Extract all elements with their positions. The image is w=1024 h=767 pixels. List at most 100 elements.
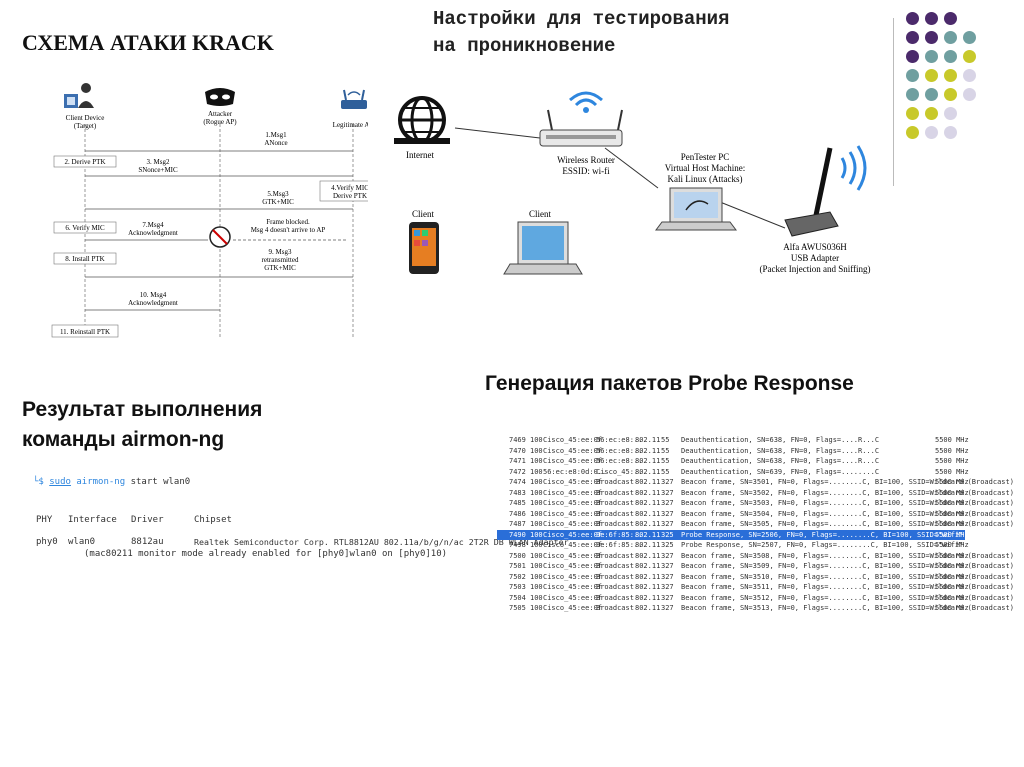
packet-cell: 7487 [509,520,526,528]
packet-cell: 5500 MHz [935,593,969,602]
ap-label: Legitimate AP [333,121,368,129]
packet-cell: 7502 [509,572,526,581]
packet-cell: 100 [530,446,543,455]
packet-cell: Beacon frame, SN=3502, FN=0, Flags=.....… [681,488,1014,497]
packet-cell: 802.11 [635,551,661,560]
packet-cell: 802.11 [635,467,661,476]
pentest-title-line2: на проникновение [433,35,616,57]
terminal-row-phy: phy0 [36,537,58,547]
packet-cell: 100 [530,541,543,549]
blocked-label: Frame blocked. [266,218,310,226]
packet-cell: 55 [661,467,670,476]
step-4-label: 4.Verify MIC [331,184,368,192]
client-label: Client Device [66,114,105,122]
step-8-box [53,252,117,265]
packet-cell: 5500 MHz [935,446,969,455]
decor-dot [944,12,957,25]
packet-cell: 5500 MHz [935,604,969,612]
packet-cell: 100 [530,436,543,444]
pentester-vm-label: Virtual Host Machine: [665,163,745,173]
decor-dot [925,107,938,120]
packet-cell: Broadcast [596,583,634,591]
packet-cell: Broadcast [596,509,634,518]
packet-cell: 7500 [509,551,526,560]
pentest-title: Настройки для тестирования на проникнове… [433,6,729,60]
packet-cell: 100 [530,478,543,486]
step-5-label: 5.Msg3 [267,190,289,198]
packet-cell: 7469 [509,436,526,444]
decor-dot [925,31,938,44]
packet-cell: Cisco_45:ee:0f [543,488,603,497]
step-6-box [53,221,117,234]
internet-label: Internet [406,150,434,160]
decor-dot [963,69,976,82]
packet-cell: 802.11 [635,562,661,570]
packet-cell: 802.11 [635,488,661,497]
pentester-label: PenTester PC [681,152,730,162]
step-9-sublabel: retransmitted [262,256,299,264]
packet-cell: 5500 MHz [935,509,969,518]
decor-dot [944,88,957,101]
packet-cell: Cisco_45:ee:0f [543,562,603,570]
packet-cell: 5500 MHz [935,499,969,507]
packet-cell: 55 [661,446,670,455]
packet-cell: 5500 MHz [935,583,969,591]
packet-cell: 56:ec:e8:.. [596,436,643,444]
packet-cell: Cisco_45:ee:0f [543,499,603,507]
decor-divider [893,18,894,186]
decor-dot [925,12,938,25]
decor-dot [925,88,938,101]
step-6-label: 6. Verify MIC [65,224,105,232]
mask-icon [205,88,235,106]
decor-dot-grid [906,12,1016,162]
internet-router-link [454,127,541,139]
packet-cell: Beacon frame, SN=3513, FN=0, Flags=.....… [681,604,1014,612]
packet-cell: Cisco_45:ee:0f [543,572,603,581]
wireless-router-icon [539,91,623,147]
packet-cell: 327 [661,499,674,507]
decor-dot [906,50,919,63]
packet-cell: 5500 MHz [935,436,969,444]
packet-cell: Broadcast [596,488,634,497]
decor-dot [925,126,938,139]
step-10-sublabel: Acknowledgment [128,299,178,307]
packet-cell: 802.11 [635,520,661,528]
decor-dot [906,69,919,82]
packet-cell: Cisco_45:ee:0f [543,457,603,465]
packet-cell: Broadcast [596,572,634,581]
packet-cell: 327 [661,551,674,560]
packet-cell: Broadcast [596,604,634,612]
decor-dot [944,50,957,63]
packet-cell: 5500 MHz [935,488,969,497]
packet-cell: 7472 [509,467,526,476]
usb-adapter-icon [784,145,867,237]
packet-cell: 327 [661,520,674,528]
packet-cell: 5500 MHz [935,530,969,539]
packet-cell: 56:ec:e8:.. [596,446,643,455]
pentest-title-line1: Настройки для тестирования [433,8,730,30]
packet-cell: 5500 MHz [935,478,969,486]
attacker-label: Attacker [208,110,233,118]
decor-dot [925,69,938,82]
packet-cell: 55 [661,457,670,465]
packet-cell: 7486 [509,509,526,518]
decor-dot [944,69,957,82]
packet-cell: 5500 MHz [935,467,969,476]
